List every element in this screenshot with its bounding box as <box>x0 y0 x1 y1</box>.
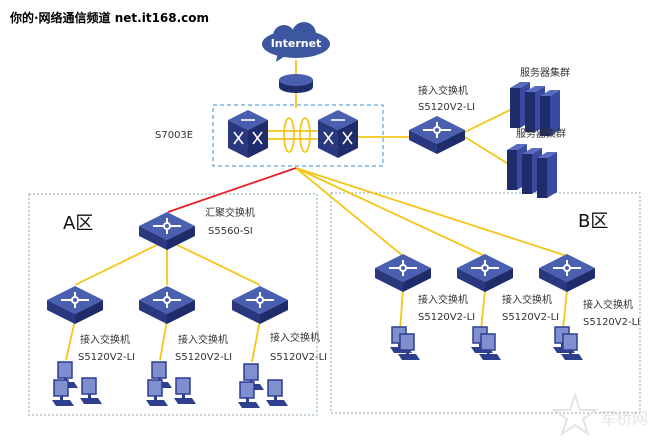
switch-icon <box>374 253 432 293</box>
watermark-star-icon <box>550 391 600 437</box>
core-switch-icon <box>317 109 359 159</box>
device-type: 汇聚交换机 <box>205 206 255 219</box>
core-box <box>212 104 384 167</box>
device-model: S5120V2-LI <box>583 317 640 328</box>
pc-group-icon <box>552 326 584 361</box>
device-model: S5120V2-LI <box>418 312 475 323</box>
uplink-zone-a <box>167 167 297 213</box>
pc-group-icon <box>145 361 197 407</box>
zone-a-box <box>28 193 318 416</box>
switch-icon <box>231 285 289 325</box>
device-model: S5120V2-LI <box>502 312 559 323</box>
internet-cloud-icon <box>262 22 330 62</box>
device-type: 接入交换机 <box>178 333 228 346</box>
device-model: S5560-SI <box>208 226 253 237</box>
device-model: S5120V2-LI <box>175 352 232 363</box>
server-label: 服务器集群 <box>520 66 570 79</box>
pc-group-icon <box>51 361 103 407</box>
switch-icon <box>456 253 514 293</box>
core-switch-icon <box>227 109 269 159</box>
server-cluster-icon <box>507 144 557 198</box>
device-type: 接入交换机 <box>418 84 468 97</box>
device-type: 接入交换机 <box>502 293 552 306</box>
site-title: 你的·网络通信频道 net.it168.com <box>9 10 209 25</box>
device-type: 接入交换机 <box>418 293 468 306</box>
pc-group-icon <box>237 363 289 409</box>
device-model: S5120V2-LI <box>78 352 135 363</box>
server-label: 服务器集群 <box>516 127 566 140</box>
switch-icon <box>538 253 596 293</box>
internet-label: Internet <box>271 37 322 50</box>
zone-a-label: A区 <box>63 213 93 234</box>
device-type: 接入交换机 <box>270 331 320 344</box>
core-label: S7003E <box>155 130 193 141</box>
switch-icon <box>138 285 196 325</box>
server-cluster-icon <box>510 82 560 136</box>
router-icon <box>279 74 313 93</box>
watermark: 军桥网 <box>600 409 648 428</box>
aggregation-switch-icon <box>138 211 196 251</box>
pc-group-icon <box>389 326 421 361</box>
links <box>65 60 568 363</box>
device-model: S5120V2-LI <box>270 352 327 363</box>
switch-icon <box>408 115 466 155</box>
device-type: 接入交换机 <box>583 298 633 311</box>
pc-group-icon <box>470 326 502 361</box>
switch-icon <box>46 285 104 325</box>
device-model: S5120V2-LI <box>418 102 475 113</box>
device-type: 接入交换机 <box>80 333 130 346</box>
zone-b-label: B区 <box>578 211 608 232</box>
zone-b-box <box>330 192 641 414</box>
